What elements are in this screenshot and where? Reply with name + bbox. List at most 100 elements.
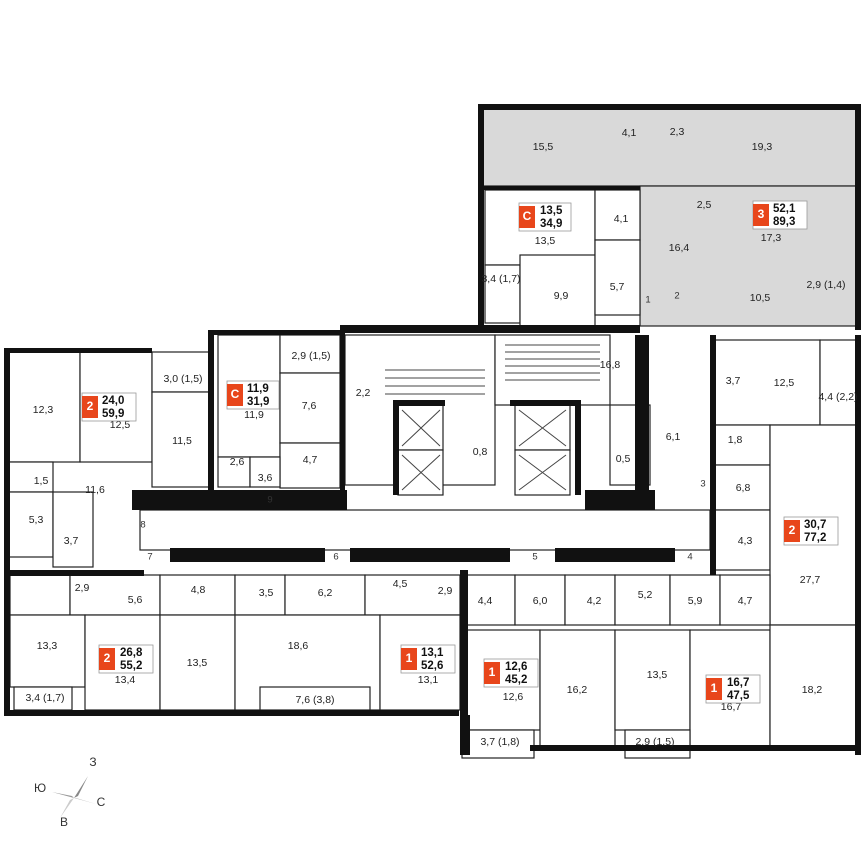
apartment-rooms: С [523, 209, 532, 223]
room-area: 4,1 [614, 213, 629, 225]
apartment-rooms: 3 [758, 207, 765, 221]
room-area: 12,5 [110, 419, 131, 431]
walls [4, 104, 861, 755]
apartment-living-area: 13,5 [540, 205, 563, 217]
apartment-living-area: 16,7 [727, 677, 749, 689]
room-area: 27,7 [800, 574, 821, 586]
room-outlines [7, 189, 858, 759]
door-number: 9 [267, 495, 272, 506]
door-number: 1 [645, 295, 650, 306]
room-area: 12,3 [33, 404, 54, 416]
apartment-living-area: 13,1 [421, 647, 444, 659]
room-area: 6,2 [318, 587, 333, 599]
apartment-tag-2[interactable]: 3 52,1 89,3 [752, 200, 808, 230]
apartment-tag-8[interactable]: 1 12,6 45,2 [483, 658, 539, 688]
door-number: 5 [532, 552, 537, 563]
compass-south-label: В [60, 815, 68, 829]
room-area: 4,5 [393, 578, 408, 590]
room-area: 10,5 [750, 292, 771, 304]
apartment-living-area: 11,9 [247, 383, 269, 395]
room-area: 4,7 [303, 454, 318, 466]
door-number: 6 [333, 552, 338, 563]
apartment-tag-5[interactable]: 2 30,7 77,2 [783, 516, 839, 546]
apartment-rooms: 2 [87, 399, 94, 413]
room-area: 2,3 [670, 126, 685, 138]
room-area: 3,4 (1,7) [25, 692, 64, 704]
apartment-tag-9[interactable]: 1 16,7 47,5 [705, 674, 761, 704]
apartment-living-area: 12,6 [505, 661, 527, 673]
room-area: 4,4 (2,2) [818, 391, 857, 403]
room-area: 4,8 [191, 584, 206, 596]
room-area: 3,5 [259, 587, 274, 599]
apartment-total-area: 52,6 [421, 660, 443, 672]
room-area: 12,6 [503, 691, 524, 703]
apartment-rooms: С [231, 387, 240, 401]
apartment-tag-1[interactable]: С 13,5 34,9 [518, 202, 572, 232]
room-area: 17,3 [761, 232, 782, 244]
apartment-total-area: 34,9 [540, 218, 562, 230]
compass-east-label: С [97, 795, 106, 809]
apartment-tag-4[interactable]: С 11,9 31,9 [226, 380, 280, 410]
room-area: 16,2 [567, 684, 588, 696]
apartment-total-area: 31,9 [247, 396, 269, 408]
room-area: 13,3 [37, 640, 58, 652]
room-area: 7,6 [302, 400, 317, 412]
room-area: 2,9 (1,5) [291, 350, 330, 362]
room-area: 4,1 [622, 127, 637, 139]
door-number: 3 [700, 479, 705, 490]
room-area: 7,6 (3,8) [295, 694, 334, 706]
room-area: 9,9 [554, 290, 569, 302]
room-area: 4,7 [738, 595, 753, 607]
room-area: 3,0 (1,5) [163, 373, 202, 385]
room-area: 13,1 [418, 674, 439, 686]
room-area: 3,7 [726, 375, 741, 387]
room-area: 5,9 [688, 595, 703, 607]
door-number: 2 [674, 291, 679, 302]
room-area: 2,6 [230, 456, 245, 468]
room-area: 3,6 [258, 472, 273, 484]
apartment-total-area: 45,2 [505, 674, 527, 686]
room-area: 4,2 [587, 595, 602, 607]
room-area: 11,9 [244, 409, 264, 421]
door-number: 4 [687, 552, 692, 563]
elevator-shafts [401, 409, 567, 491]
sold-apartment [482, 107, 858, 327]
room-area: 0,5 [616, 453, 631, 465]
apartment-tag-7[interactable]: 1 13,1 52,6 [400, 644, 456, 674]
room-area: 2,2 [356, 387, 371, 399]
room-area: 6,1 [666, 431, 681, 443]
apartment-living-area: 24,0 [102, 395, 124, 407]
room-area: 0,8 [473, 446, 488, 458]
staircases [385, 344, 600, 395]
compass: З В С Ю [34, 755, 106, 829]
apartment-tag-3[interactable]: 2 24,0 59,9 [81, 392, 137, 422]
apartment-tag-6[interactable]: 2 26,8 55,2 [98, 644, 154, 674]
door-numbers: 1 2 3 4 5 6 7 8 9 [140, 291, 705, 563]
room-area: 1,8 [728, 434, 743, 446]
apartment-total-area: 55,2 [120, 660, 142, 672]
room-area: 16,7 [721, 701, 742, 713]
room-area: 13,4 [115, 674, 136, 686]
room-area: 15,5 [533, 141, 554, 153]
room-area: 16,4 [669, 242, 690, 254]
compass-north-label: З [89, 755, 96, 769]
room-area: 2,9 [438, 585, 453, 597]
room-area: 3,7 [64, 535, 79, 547]
door-number: 8 [140, 520, 145, 531]
apartment-rooms: 1 [406, 651, 413, 665]
room-area: 5,6 [128, 594, 143, 606]
compass-west-label: Ю [34, 781, 46, 795]
room-area: 5,2 [638, 589, 653, 601]
room-area: 3,4 (1,7) [481, 273, 520, 285]
apartment-living-area: 26,8 [120, 647, 143, 659]
apartment-rooms: 2 [104, 651, 111, 665]
room-area: 6,8 [736, 482, 751, 494]
room-area: 18,2 [802, 684, 823, 696]
room-area: 16,8 [600, 359, 621, 371]
room-area: 6,0 [533, 595, 548, 607]
apartment-living-area: 30,7 [804, 519, 826, 531]
apartment-rooms: 2 [789, 523, 796, 537]
room-area: 2,9 (1,4) [806, 279, 845, 291]
room-area: 13,5 [647, 669, 668, 681]
